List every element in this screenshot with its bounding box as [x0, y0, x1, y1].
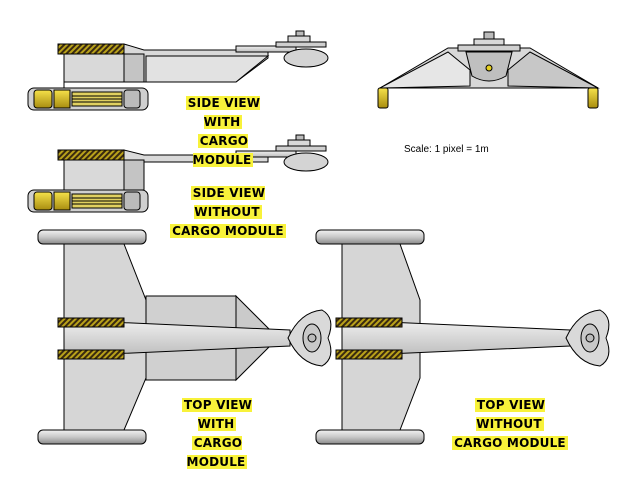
top-view-with-cargo — [37, 229, 332, 445]
label-top-view-with-cargo: TOP VIEW WITH CARGO MODULE — [181, 398, 253, 469]
scale-note: Scale: 1 pixel = 1m — [404, 144, 489, 155]
side-view-with-cargo — [27, 30, 329, 111]
label-side-view-with-cargo: SIDE VIEW WITH CARGO MODULE — [185, 96, 261, 167]
label-side-view-without-cargo: SIDE VIEW WITHOUT CARGO MODULE — [170, 186, 286, 238]
front-view — [377, 31, 600, 109]
top-view-without-cargo — [315, 229, 610, 445]
label-top-view-without-cargo: TOP VIEW WITHOUT CARGO MODULE — [452, 398, 568, 450]
